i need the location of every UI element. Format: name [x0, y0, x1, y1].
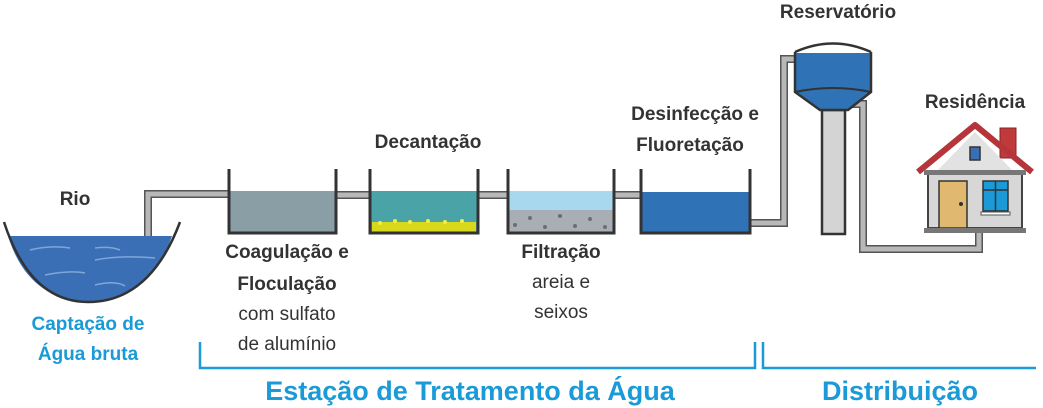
- residence-label: Residência: [925, 92, 1026, 113]
- coag-label-1: Coagulação e: [225, 242, 349, 263]
- house-icon: [916, 122, 1034, 233]
- coagulation-tank: [227, 169, 338, 235]
- filtration-tank: [506, 169, 616, 235]
- filtration-label-3: seixos: [534, 302, 588, 323]
- decantation-label: Decantação: [375, 132, 482, 153]
- reservoir-label: Reservatório: [780, 2, 896, 23]
- filtration-label: Filtração: [521, 242, 600, 263]
- treatment-station-label: Estação de Tratamento da Água: [265, 375, 676, 406]
- reservoir-tower: [793, 42, 873, 236]
- treatment-bracket: [198, 342, 757, 370]
- coag-label-4: de alumínio: [238, 334, 336, 355]
- river-basin: [2, 221, 182, 304]
- captacao-label: Captação de: [32, 314, 145, 335]
- coag-label-2: Floculação: [237, 274, 336, 295]
- river-label: Rio: [60, 189, 91, 210]
- disinfection-label-2: Fluoretação: [636, 135, 744, 156]
- brackets: [198, 342, 1036, 370]
- filtration-label-2: areia e: [532, 272, 590, 293]
- coag-label-3: com sulfato: [238, 304, 335, 325]
- distribution-bracket: [761, 342, 1036, 370]
- distribution-label: Distribuição: [822, 376, 978, 406]
- disinfection-label-1: Desinfecção e: [631, 104, 759, 125]
- disinfection-tank: [639, 169, 752, 235]
- decantation-tank: [368, 169, 480, 235]
- captacao-label-2: Água bruta: [38, 343, 139, 365]
